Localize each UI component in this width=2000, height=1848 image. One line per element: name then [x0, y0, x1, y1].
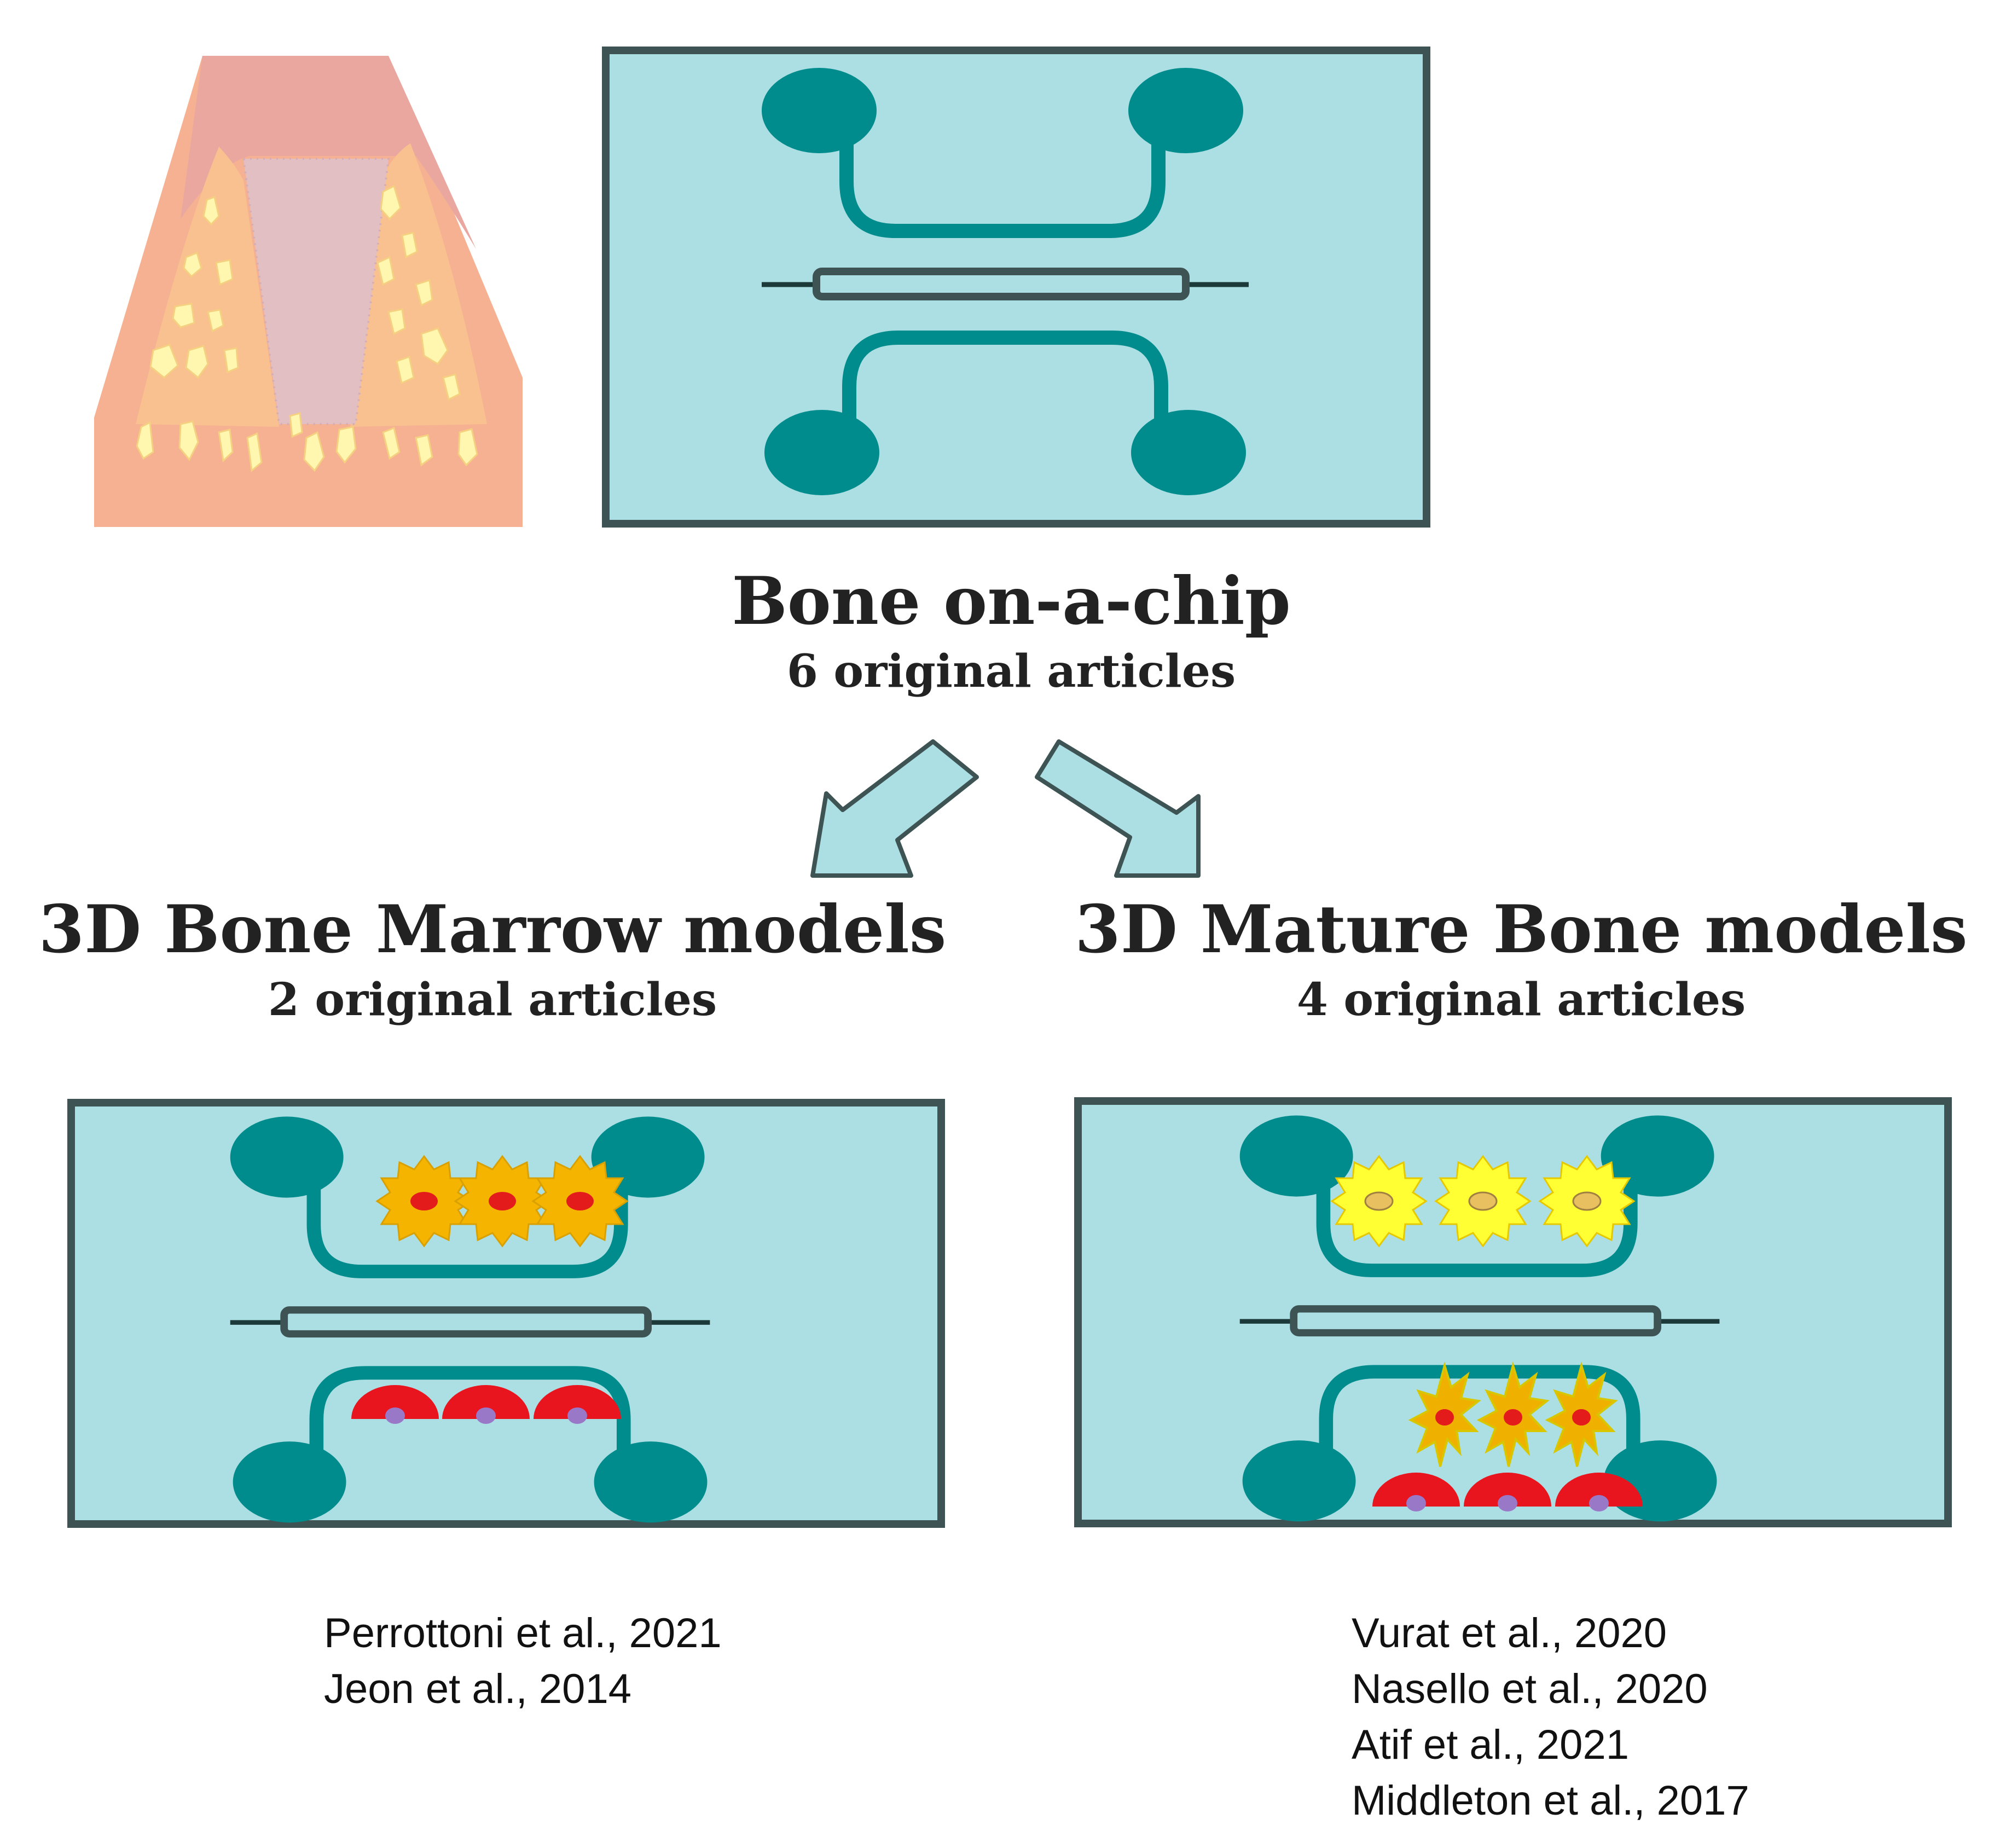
bone-tissue-illustration: [94, 56, 523, 527]
right-reference: Vurat et al., 2020: [1352, 1610, 1667, 1656]
left-reference: Perrottoni et al., 2021: [324, 1610, 722, 1656]
mature-bone-chip-diagram: [1074, 1097, 1952, 1523]
main-title: Bone on-a-chip: [732, 563, 1290, 640]
main-subtitle: 6 original articles: [787, 645, 1236, 698]
main-chip-diagram: [602, 47, 1430, 528]
right-section-title: 3D Mature Bone models: [1075, 891, 1967, 968]
right-reference: Atif et al., 2021: [1352, 1722, 1629, 1768]
arrow-right: [1035, 739, 1201, 878]
arrow-left: [810, 739, 979, 878]
right-reference: Nasello et al., 2020: [1352, 1666, 1708, 1712]
left-section-subtitle: 2 original articles: [268, 974, 717, 1026]
left-reference: Jeon et al., 2014: [324, 1666, 631, 1712]
bone-marrow-chip-diagram: [67, 1099, 945, 1524]
right-section-subtitle: 4 original articles: [1297, 974, 1746, 1026]
right-reference: Middleton et al., 2017: [1352, 1777, 1749, 1824]
left-section-title: 3D Bone Marrow models: [39, 891, 947, 968]
